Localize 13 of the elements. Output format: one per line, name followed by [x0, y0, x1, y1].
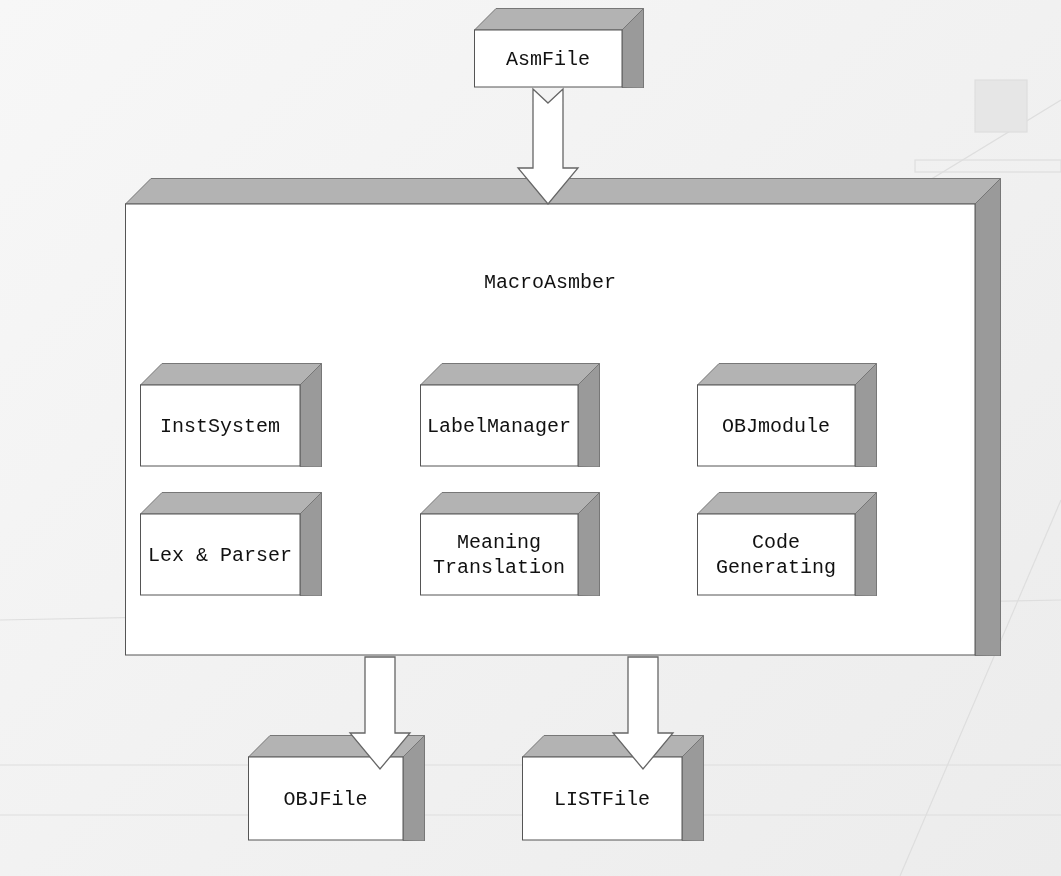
block-arrow — [516, 87, 580, 205]
component-label: LISTFile — [554, 786, 650, 812]
component-label: Meaning Translation — [432, 530, 566, 580]
component-label: OBJFile — [283, 786, 368, 812]
component-label: LabelManager — [427, 413, 571, 439]
block-arrow — [611, 656, 675, 770]
component-label: Lex & Parser — [148, 542, 292, 568]
component-label: AsmFile — [506, 46, 590, 72]
component-label: OBJmodule — [722, 413, 830, 439]
component-label: Code Generating — [715, 530, 837, 580]
component-label: InstSystem — [160, 413, 280, 439]
block-arrow — [348, 656, 412, 770]
container-title: MacroAsmber — [484, 270, 616, 295]
